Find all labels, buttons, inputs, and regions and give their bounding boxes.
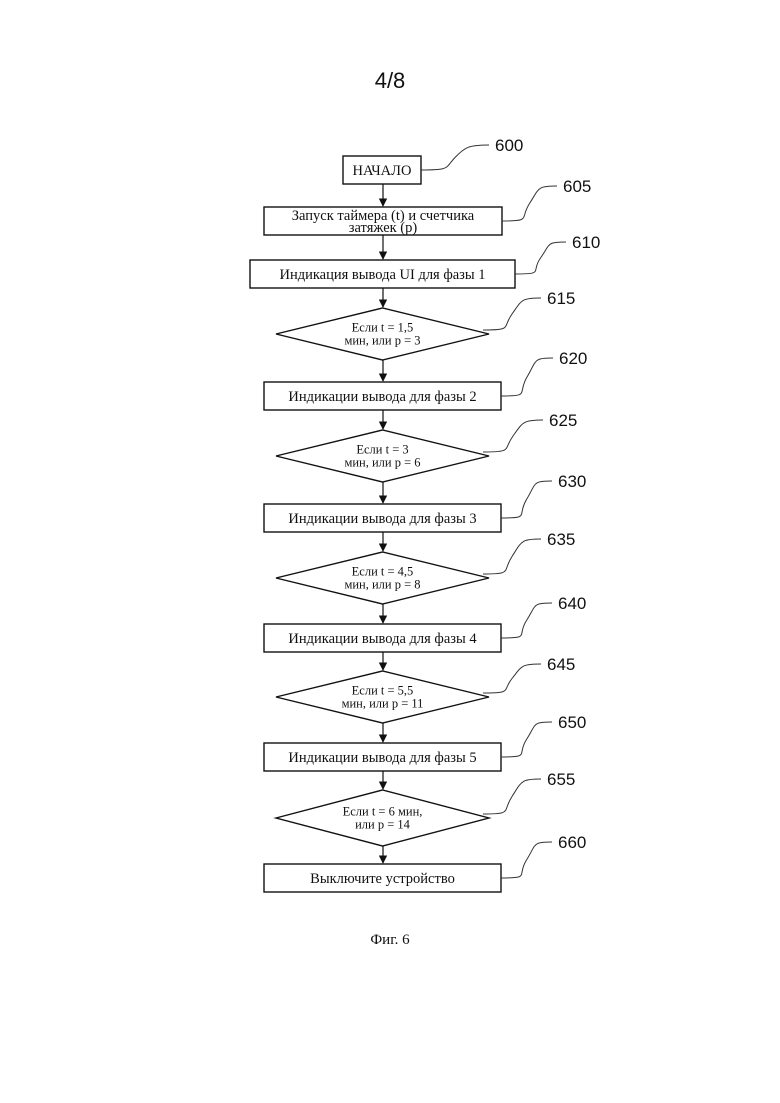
step-text: Если t = 3	[356, 443, 408, 457]
step-text: НАЧАЛО	[353, 163, 412, 179]
decision-655: Если t = 6 мин,или p = 14 655	[276, 770, 575, 846]
process-640: Индикации вывода для фазы 4 640	[264, 594, 586, 652]
figure-caption: Фиг. 6	[0, 932, 780, 949]
leader-line	[483, 664, 541, 693]
step-text: Если t = 6 мин,	[343, 805, 423, 819]
terminal-600: НАЧАЛО 600	[343, 136, 523, 184]
leader-line	[501, 358, 553, 396]
leader-line	[501, 481, 552, 518]
leader-line	[501, 722, 552, 757]
process-630: Индикации вывода для фазы 3 630	[264, 472, 586, 532]
leader-line	[483, 539, 541, 574]
step-text: Если t = 4,5	[352, 565, 414, 579]
leader-line	[501, 842, 552, 878]
decision-615: Если t = 1,5мин, или p = 3 615	[276, 289, 575, 360]
leader-line	[483, 420, 543, 452]
reference-numeral: 625	[549, 411, 577, 430]
reference-numeral: 635	[547, 530, 575, 549]
step-text: Индикации вывода для фазы 5	[288, 750, 476, 766]
reference-numeral: 630	[558, 472, 586, 491]
step-text: Выключите устройство	[310, 871, 455, 887]
decision-635: Если t = 4,5мин, или p = 8 635	[276, 530, 575, 604]
step-text: затяжек (p)	[349, 220, 418, 236]
reference-numeral: 605	[563, 177, 591, 196]
decision-645: Если t = 5,5мин, или p = 11 645	[276, 655, 575, 723]
reference-numeral: 650	[558, 713, 586, 732]
leader-line	[421, 145, 489, 170]
leader-line	[502, 186, 557, 221]
step-text: Индикации вывода для фазы 2	[288, 389, 476, 405]
process-660: Выключите устройство 660	[264, 833, 586, 892]
step-text: Если t = 1,5	[352, 321, 414, 335]
decision-625: Если t = 3мин, или p = 6 625	[276, 411, 577, 482]
leader-line	[515, 242, 566, 274]
reference-numeral: 645	[547, 655, 575, 674]
step-text: Если t = 5,5	[352, 684, 414, 698]
process-605: Запуск таймера (t) и счетчиказатяжек (p)…	[264, 177, 591, 236]
reference-numeral: 610	[572, 233, 600, 252]
process-650: Индикации вывода для фазы 5 650	[264, 713, 586, 771]
leader-line	[483, 779, 541, 814]
step-text: мин, или p = 6	[344, 456, 420, 470]
process-620: Индикации вывода для фазы 2 620	[264, 349, 587, 410]
reference-numeral: 660	[558, 833, 586, 852]
reference-numeral: 620	[559, 349, 587, 368]
step-text: мин, или p = 11	[342, 697, 424, 711]
reference-numeral: 640	[558, 594, 586, 613]
step-text: Индикации вывода для фазы 3	[288, 511, 476, 527]
reference-numeral: 655	[547, 770, 575, 789]
step-text: мин, или p = 8	[344, 578, 420, 592]
reference-numeral: 600	[495, 136, 523, 155]
step-text: или p = 14	[355, 818, 411, 832]
leader-line	[501, 603, 552, 638]
reference-numeral: 615	[547, 289, 575, 308]
step-text: мин, или p = 3	[344, 334, 420, 348]
leader-line	[483, 298, 541, 330]
step-text: Индикация вывода UI для фазы 1	[279, 267, 485, 283]
step-text: Индикации вывода для фазы 4	[288, 631, 477, 647]
flow-steps: НАЧАЛО 600Запуск таймера (t) и счетчиказа…	[250, 136, 600, 892]
process-610: Индикация вывода UI для фазы 1 610	[250, 233, 600, 288]
